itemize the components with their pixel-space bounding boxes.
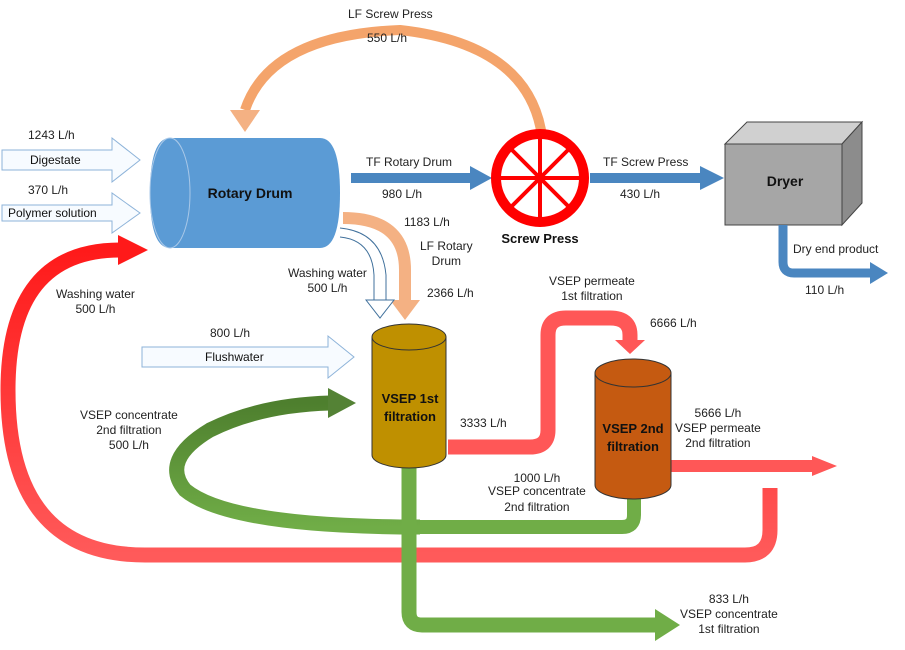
lf-screw-press-flow (230, 24, 548, 146)
vsep-permeate-1st-name-line2: 1st filtration (561, 289, 623, 303)
dry-end-product-rate: 110 L/h (805, 283, 845, 297)
lf-rotary-drum-name-line1: LF Rotary (420, 239, 473, 253)
lf-screw-press-rate: 550 L/h (367, 31, 408, 45)
vsep-permeate-2nd-label: 5666 L/h VSEP permeate 2nd filtration (675, 406, 761, 451)
lf-rotary-drum-name-line2: Drum (431, 254, 462, 268)
vsep-concentrate-2nd-recycle-rate: 500 L/h (108, 438, 149, 452)
washing-water-drum-label: Washing water 500 L/h (288, 266, 367, 296)
vsep-permeate-2nd-name-line2: 2nd filtration (685, 436, 751, 450)
vsep2-label: VSEP 2nd filtration (593, 420, 673, 456)
vsep-permeate-1st-rate-out: 3333 L/h (460, 416, 507, 430)
vsep-concentrate-2nd-rate: 1000 L/h (513, 471, 561, 485)
vsep2-label-line2: filtration (607, 439, 659, 454)
washing-water-return-rate: 500 L/h (75, 302, 116, 316)
digestate-label: Digestate (30, 153, 81, 167)
vsep-concentrate-2nd-flow (169, 388, 641, 535)
dry-end-product-flow (778, 225, 888, 284)
lf-rotary-drum-rate-bottom: 2366 L/h (427, 286, 474, 300)
vsep1-label-line2: filtration (384, 409, 436, 424)
vsep-concentrate-2nd-name-line1: VSEP concentrate (488, 484, 586, 498)
dryer[interactable] (723, 120, 864, 227)
vsep-concentrate-2nd-recycle-name-line1: VSEP concentrate (80, 408, 178, 422)
vsep-permeate-2nd-rate: 5666 L/h (694, 406, 742, 420)
washing-water-return-arrow (0, 235, 778, 563)
tf-rotary-drum-name: TF Rotary Drum (366, 155, 453, 169)
polymer-label: Polymer solution (8, 206, 97, 220)
vsep1-label-line1: VSEP 1st (381, 391, 439, 406)
vsep-2nd-filtration[interactable] (594, 358, 672, 500)
washing-water-drum-name: Washing water (288, 266, 367, 280)
digestate-arrow (1, 136, 141, 184)
flushwater-rate: 800 L/h (210, 326, 251, 340)
vsep-permeate-1st-name: VSEP permeate 1st filtration (549, 274, 635, 304)
washing-water-drum-rate: 500 L/h (307, 281, 348, 295)
digestate-rate: 1243 L/h (28, 128, 75, 142)
vsep-concentrate-1st-name-line1: VSEP concentrate (680, 607, 778, 621)
screw-press-label: Screw Press (501, 231, 579, 246)
vsep-concentrate-1st-name-line2: 1st filtration (698, 622, 760, 636)
vsep-permeate-2nd-name-line1: VSEP permeate (675, 421, 761, 435)
tf-rotary-drum-rate: 980 L/h (382, 187, 423, 201)
vsep-concentrate-2nd-recycle-name-line2: 2nd filtration (96, 423, 162, 437)
vsep2-label-line1: VSEP 2nd (602, 421, 664, 436)
vsep-concentrate-2nd-name-line2: 2nd filtration (504, 500, 570, 514)
lf-rotary-drum-flow (342, 212, 420, 320)
dry-end-product-name: Dry end product (793, 242, 879, 256)
polymer-rate: 370 L/h (28, 183, 69, 197)
vsep-concentrate-1st-rate: 833 L/h (708, 592, 749, 606)
tf-rotary-drum-flow (351, 166, 492, 190)
vsep-concentrate-1st-label: 833 L/h VSEP concentrate 1st filtration (680, 592, 778, 637)
vsep-1st-filtration[interactable] (371, 323, 447, 469)
vsep-concentrate-2nd-label: 1000 L/h VSEP concentrate 2nd filtration (488, 472, 586, 514)
lf-rotary-drum-rate-top: 1183 L/h (404, 215, 450, 229)
washing-water-return-label: Washing water 500 L/h (56, 287, 135, 317)
polymer-solution-arrow (1, 192, 141, 234)
tf-screw-press-rate: 430 L/h (620, 187, 661, 201)
tf-screw-press-name: TF Screw Press (603, 155, 689, 169)
washing-water-drum-flow (339, 227, 396, 319)
washing-water-return-name: Washing water (56, 287, 135, 301)
vsep-concentrate-2nd-recycle-label: VSEP concentrate 2nd filtration 500 L/h (80, 408, 178, 453)
vsep-permeate-1st-flow (448, 310, 645, 455)
vsep1-label: VSEP 1st filtration (370, 390, 450, 426)
flushwater-arrow (141, 334, 355, 380)
vsep-permeate-1st-name-line1: VSEP permeate (549, 274, 635, 288)
vsep-permeate-2nd-flow (670, 456, 837, 476)
rotary-drum-label: Rotary Drum (207, 185, 293, 201)
tf-screw-press-flow (590, 166, 724, 190)
rotary-drum[interactable] (149, 137, 340, 249)
lf-screw-press-name: LF Screw Press (348, 7, 433, 21)
vsep-permeate-1st-rate: 6666 L/h (650, 316, 697, 330)
lf-rotary-drum-name: LF Rotary Drum (420, 239, 473, 269)
vsep-concentrate-1st-flow (401, 468, 680, 641)
dryer-label: Dryer (766, 173, 804, 189)
flushwater-label: Flushwater (205, 350, 264, 364)
screw-press[interactable] (491, 129, 589, 227)
